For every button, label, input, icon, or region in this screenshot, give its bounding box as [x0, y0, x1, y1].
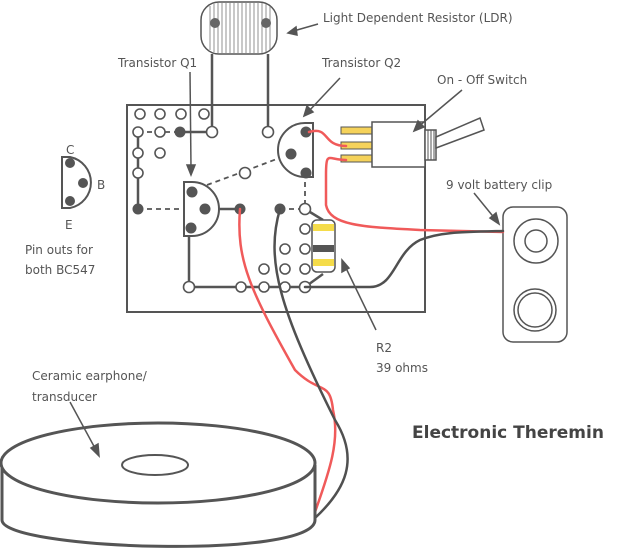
black-wire-battery [303, 229, 505, 289]
earphone-label-line2: transducer [32, 390, 97, 404]
board-holes [132, 108, 312, 294]
r2-value-label: 39 ohms [376, 361, 428, 375]
ldr-component [200, 1, 278, 130]
transistor-q1 [183, 181, 220, 237]
red-wire-earphone [238, 207, 337, 514]
red-wire-switch [307, 129, 505, 234]
battery-clip [502, 206, 568, 343]
r2-name-label: R2 [376, 341, 392, 355]
ceramic-earphone [0, 421, 317, 548]
q2-label: Transistor Q2 [322, 56, 402, 70]
pinout-caption-line1: Pin outs for [25, 243, 93, 257]
transistor-q2 [277, 122, 314, 179]
ldr-label: Light Dependent Resistor (LDR) [323, 11, 513, 25]
battery-label: 9 volt battery clip [446, 178, 553, 192]
pinout-base-label: B [97, 178, 106, 192]
resistor-r2 [311, 219, 336, 273]
pinout-collector-label: C [66, 143, 75, 157]
black-wire-earphone [273, 207, 349, 520]
q1-label: Transistor Q1 [118, 56, 198, 70]
pinout-caption-line2: both BC547 [25, 263, 96, 277]
pinout-emitter-label: E [65, 218, 73, 232]
diagram-title: Electronic Theremin [412, 423, 604, 443]
earphone-label-line1: Ceramic earphone/ [32, 369, 147, 383]
switch-label: On - Off Switch [437, 73, 528, 87]
